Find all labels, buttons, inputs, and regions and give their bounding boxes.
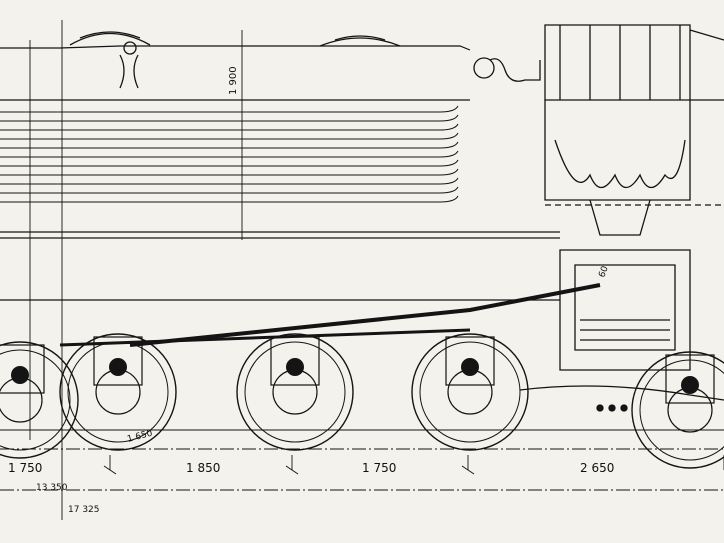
dimension-ticks xyxy=(103,465,475,475)
wheel xyxy=(411,333,529,451)
boiler-tube xyxy=(0,141,459,149)
exhaust-outlet xyxy=(589,199,651,236)
boiler-tube xyxy=(0,168,459,176)
cylinder-block xyxy=(559,249,691,371)
coupling-rod xyxy=(59,328,471,347)
leader-label: 60 xyxy=(597,265,610,279)
crank-pin xyxy=(461,358,479,376)
wheel xyxy=(59,333,177,451)
boiler-tube xyxy=(0,186,459,194)
boiler-tube xyxy=(0,105,459,113)
axlebox xyxy=(665,354,715,404)
axlebox xyxy=(270,336,320,386)
total-dimension-label-a: 13 350 xyxy=(36,483,68,493)
boiler-tube xyxy=(0,195,459,203)
boiler-tube xyxy=(0,123,459,131)
dimension-label-1: 1 750 xyxy=(8,461,42,475)
top-fittings xyxy=(69,31,541,89)
dimension-label-3: 1 750 xyxy=(362,461,396,475)
axlebox xyxy=(445,336,495,386)
crank-pin xyxy=(681,376,699,394)
cylinder-assembly xyxy=(519,249,724,412)
pilot-frame xyxy=(519,385,724,401)
dimension-label-4: 2 650 xyxy=(580,461,614,475)
boiler-tube xyxy=(0,150,459,158)
boiler xyxy=(0,45,560,301)
dimension-label-2: 1 850 xyxy=(186,461,220,475)
blast-pipes xyxy=(554,139,686,189)
axlebox xyxy=(0,344,45,394)
ground-lines xyxy=(0,429,724,491)
wheel xyxy=(0,341,79,459)
wheel xyxy=(236,333,354,451)
boiler-tube xyxy=(0,114,459,122)
boiler-tube xyxy=(0,132,459,140)
whistle-pipe xyxy=(119,54,139,89)
crank-pin xyxy=(11,366,29,384)
driving-wheels xyxy=(0,333,724,469)
total-dimension-label-b: 17 325 xyxy=(68,505,100,515)
steam-dome xyxy=(319,37,401,47)
crank-pin xyxy=(286,358,304,376)
steam-pipe-bend xyxy=(489,58,541,82)
boiler-tube xyxy=(0,177,459,185)
boiler-top-line xyxy=(0,45,471,51)
crank-pin xyxy=(109,358,127,376)
wheel xyxy=(631,351,724,469)
smokebox xyxy=(544,24,724,236)
main-connecting-rod xyxy=(129,283,601,347)
rods xyxy=(59,283,601,347)
vertical-dimension-label: 1 900 xyxy=(228,66,239,95)
reference-lines xyxy=(29,20,724,520)
safety-valve-dome xyxy=(69,32,151,46)
boiler-tube xyxy=(0,159,459,167)
boiler-tubes xyxy=(0,105,459,203)
axlebox xyxy=(93,336,143,386)
